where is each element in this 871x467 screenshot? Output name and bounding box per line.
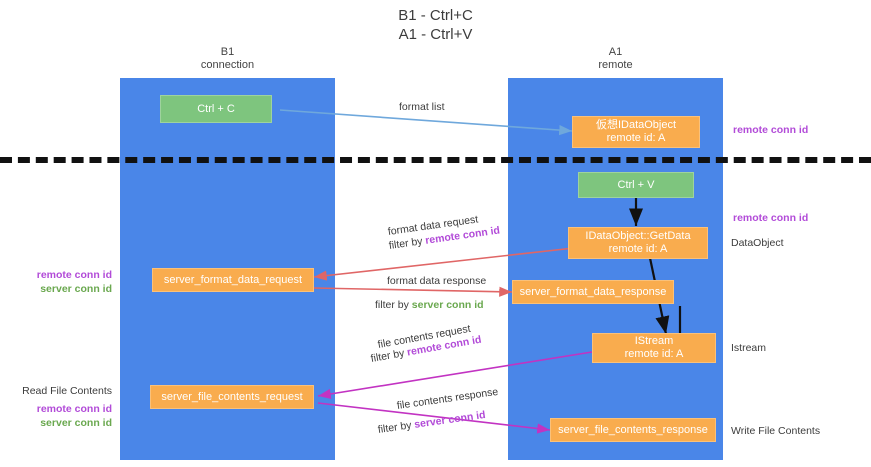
filter-prefix: filter by (377, 419, 413, 436)
node-istream-line1: IStream (634, 335, 674, 347)
filter-key-server-conn-id: server conn id (413, 408, 487, 431)
node-server-file-contents-request-line1: server_file_contents_request (161, 390, 303, 403)
edge-label-format-list: format list (399, 101, 445, 114)
node-ctrl-c-line1: Ctrl + C (197, 102, 235, 115)
node-ctrl-c[interactable]: Ctrl + C (160, 95, 272, 123)
edge-label-format-data-response: format data response (387, 275, 486, 288)
node-idataobject-getdata-line2: remote id: A (608, 243, 668, 255)
node-server-format-data-response-line1: server_format_data_response (519, 285, 667, 298)
annotation-remote-conn-id-left-2: remote conn id (36, 403, 112, 415)
node-proxy-idataobject[interactable]: 仮想IDataObject remote id: A (572, 116, 700, 148)
filter-prefix: filter by (369, 347, 406, 365)
title-line-2: A1 - Ctrl+V (398, 26, 473, 43)
annotation-istream: Istream (731, 342, 767, 354)
node-ctrl-v[interactable]: Ctrl + V (578, 172, 694, 198)
arrow-format-data-response (313, 286, 513, 297)
annotation-write-file-contents: Write File Contents (731, 425, 821, 437)
annotation-server-conn-id-left-1: server conn id (40, 283, 112, 295)
node-ctrl-v-line1: Ctrl + V (617, 178, 655, 191)
annotation-server-conn-id-left-2: server conn id (40, 417, 112, 429)
node-idataobject-getdata[interactable]: IDataObject::GetData remote id: A (568, 227, 708, 259)
column-header-b1-name: B1 (220, 46, 235, 58)
annotation-dataobject: DataObject (731, 237, 784, 249)
phase-divider (0, 157, 871, 163)
node-server-file-contents-request[interactable]: server_file_contents_request (150, 385, 314, 409)
annotation-remote-conn-id-top: remote conn id (733, 124, 809, 136)
node-proxy-idataobject-line2: remote id: A (606, 132, 666, 144)
annotation-remote-conn-id-left-1: remote conn id (36, 269, 112, 281)
node-idataobject-getdata-line1: IDataObject::GetData (585, 230, 691, 242)
column-header-a1-name: A1 (608, 46, 623, 58)
edge-label-format-list-text: format list (399, 101, 445, 113)
node-istream-line2: remote id: A (624, 348, 684, 360)
edge-label-format-data-response-text: format data response (387, 275, 487, 287)
node-server-file-contents-response[interactable]: server_file_contents_response (550, 418, 716, 442)
column-header-b1-role: connection (200, 59, 255, 71)
node-server-format-data-request[interactable]: server_format_data_request (152, 268, 314, 292)
filter-key-server-conn-id: server conn id (411, 299, 484, 311)
title-line-1: B1 - Ctrl+C (398, 7, 473, 24)
annotation-remote-conn-id-mid: remote conn id (733, 212, 809, 224)
filter-prefix: filter by (375, 299, 409, 311)
edge-label-file-contents-response-filter: filter by server conn id (377, 409, 486, 437)
column-header-b1: B1 connection (120, 46, 335, 72)
page-title: B1 - Ctrl+C A1 - Ctrl+V (0, 6, 871, 44)
annotation-read-file-contents: Read File Contents (22, 385, 112, 397)
column-header-a1-role: remote (598, 59, 633, 71)
column-header-a1: A1 remote (508, 46, 723, 72)
edge-label-format-data-response-filter: filter by server conn id (375, 299, 484, 312)
node-proxy-idataobject-line1: 仮想IDataObject (595, 119, 677, 131)
node-server-format-data-response[interactable]: server_format_data_response (512, 280, 674, 304)
node-server-file-contents-response-line1: server_file_contents_response (558, 423, 708, 436)
node-istream[interactable]: IStream remote id: A (592, 333, 716, 363)
node-server-format-data-request-line1: server_format_data_request (163, 273, 303, 286)
